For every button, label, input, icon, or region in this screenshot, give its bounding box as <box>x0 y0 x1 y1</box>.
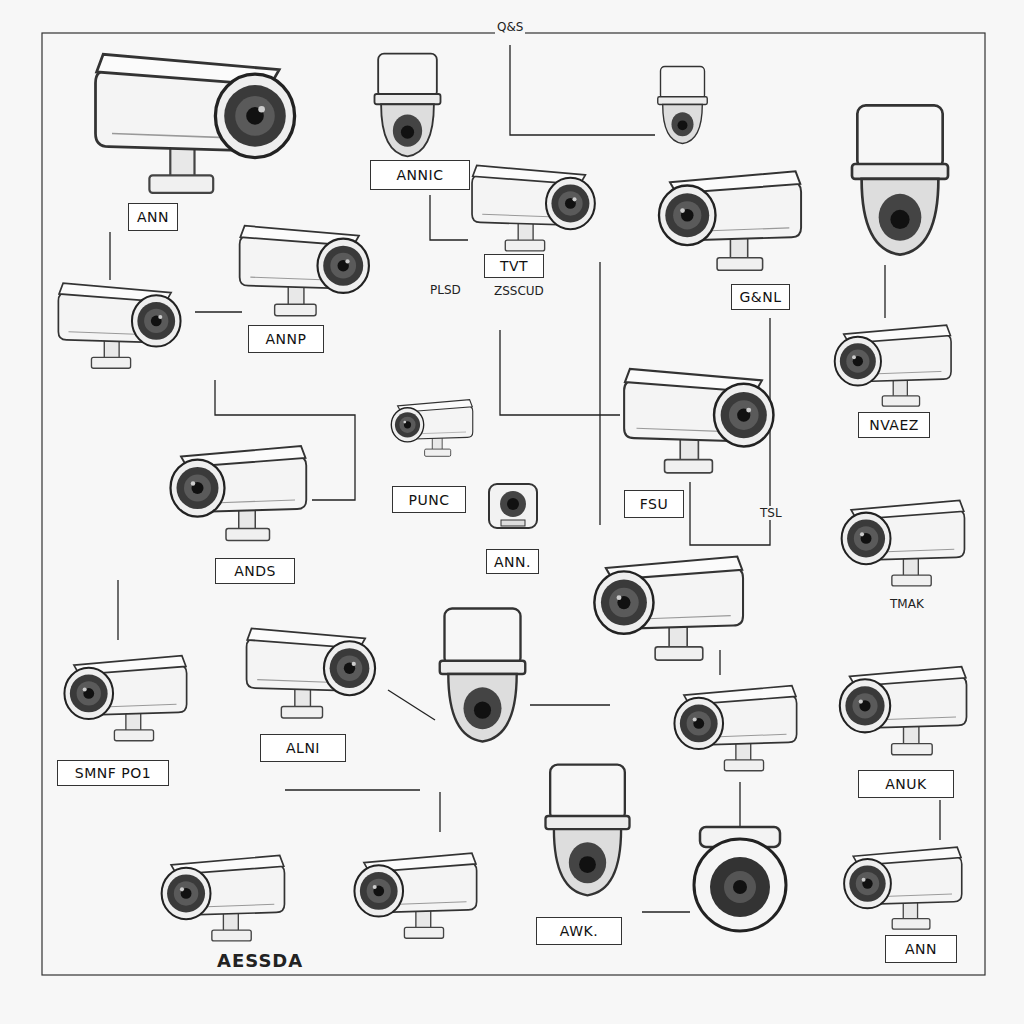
camera-label: ANN <box>137 209 169 225</box>
label-box: ANDS <box>215 558 295 584</box>
camera-label: FSU <box>640 496 668 512</box>
camera-label: ALNI <box>286 740 320 756</box>
camera-label: SMNF PO1 <box>75 765 151 781</box>
camera-label: NVAEZ <box>869 417 919 433</box>
camera-label: ANN <box>905 941 937 957</box>
label-box: ANN <box>885 935 957 963</box>
free-label: AESSDA <box>215 950 305 971</box>
label-box: ANN <box>128 203 178 231</box>
label-box: FSU <box>624 490 684 518</box>
label-box: AWK. <box>536 917 622 945</box>
label-box: G&NL <box>731 284 790 310</box>
free-label: TSL <box>758 506 784 520</box>
camera-label: ANNP <box>266 331 307 347</box>
camera-label: TVT <box>500 258 528 274</box>
label-box: ANNP <box>248 325 324 353</box>
free-label: Q&S <box>495 20 525 34</box>
camera-label: AWK. <box>560 923 598 939</box>
label-box: NVAEZ <box>858 412 930 438</box>
camera-label: ANN. <box>494 554 531 570</box>
label-box: ALNI <box>260 734 346 762</box>
label-box: ANNIC <box>370 160 470 190</box>
camera-label: G&NL <box>739 289 781 305</box>
label-box: TVT <box>484 254 544 278</box>
label-box: ANN. <box>486 549 539 574</box>
free-label: TMAK <box>888 597 926 611</box>
camera-label: ANUK <box>885 776 926 792</box>
free-label: ZSSCUD <box>492 284 546 298</box>
label-box: ANUK <box>858 770 954 798</box>
camera-label: PUNC <box>409 492 450 508</box>
label-box: PUNC <box>392 486 466 513</box>
camera-label: ANDS <box>234 563 276 579</box>
free-label: PLSD <box>428 283 463 297</box>
camera-label: ANNIC <box>397 167 444 183</box>
label-box: SMNF PO1 <box>57 760 169 786</box>
